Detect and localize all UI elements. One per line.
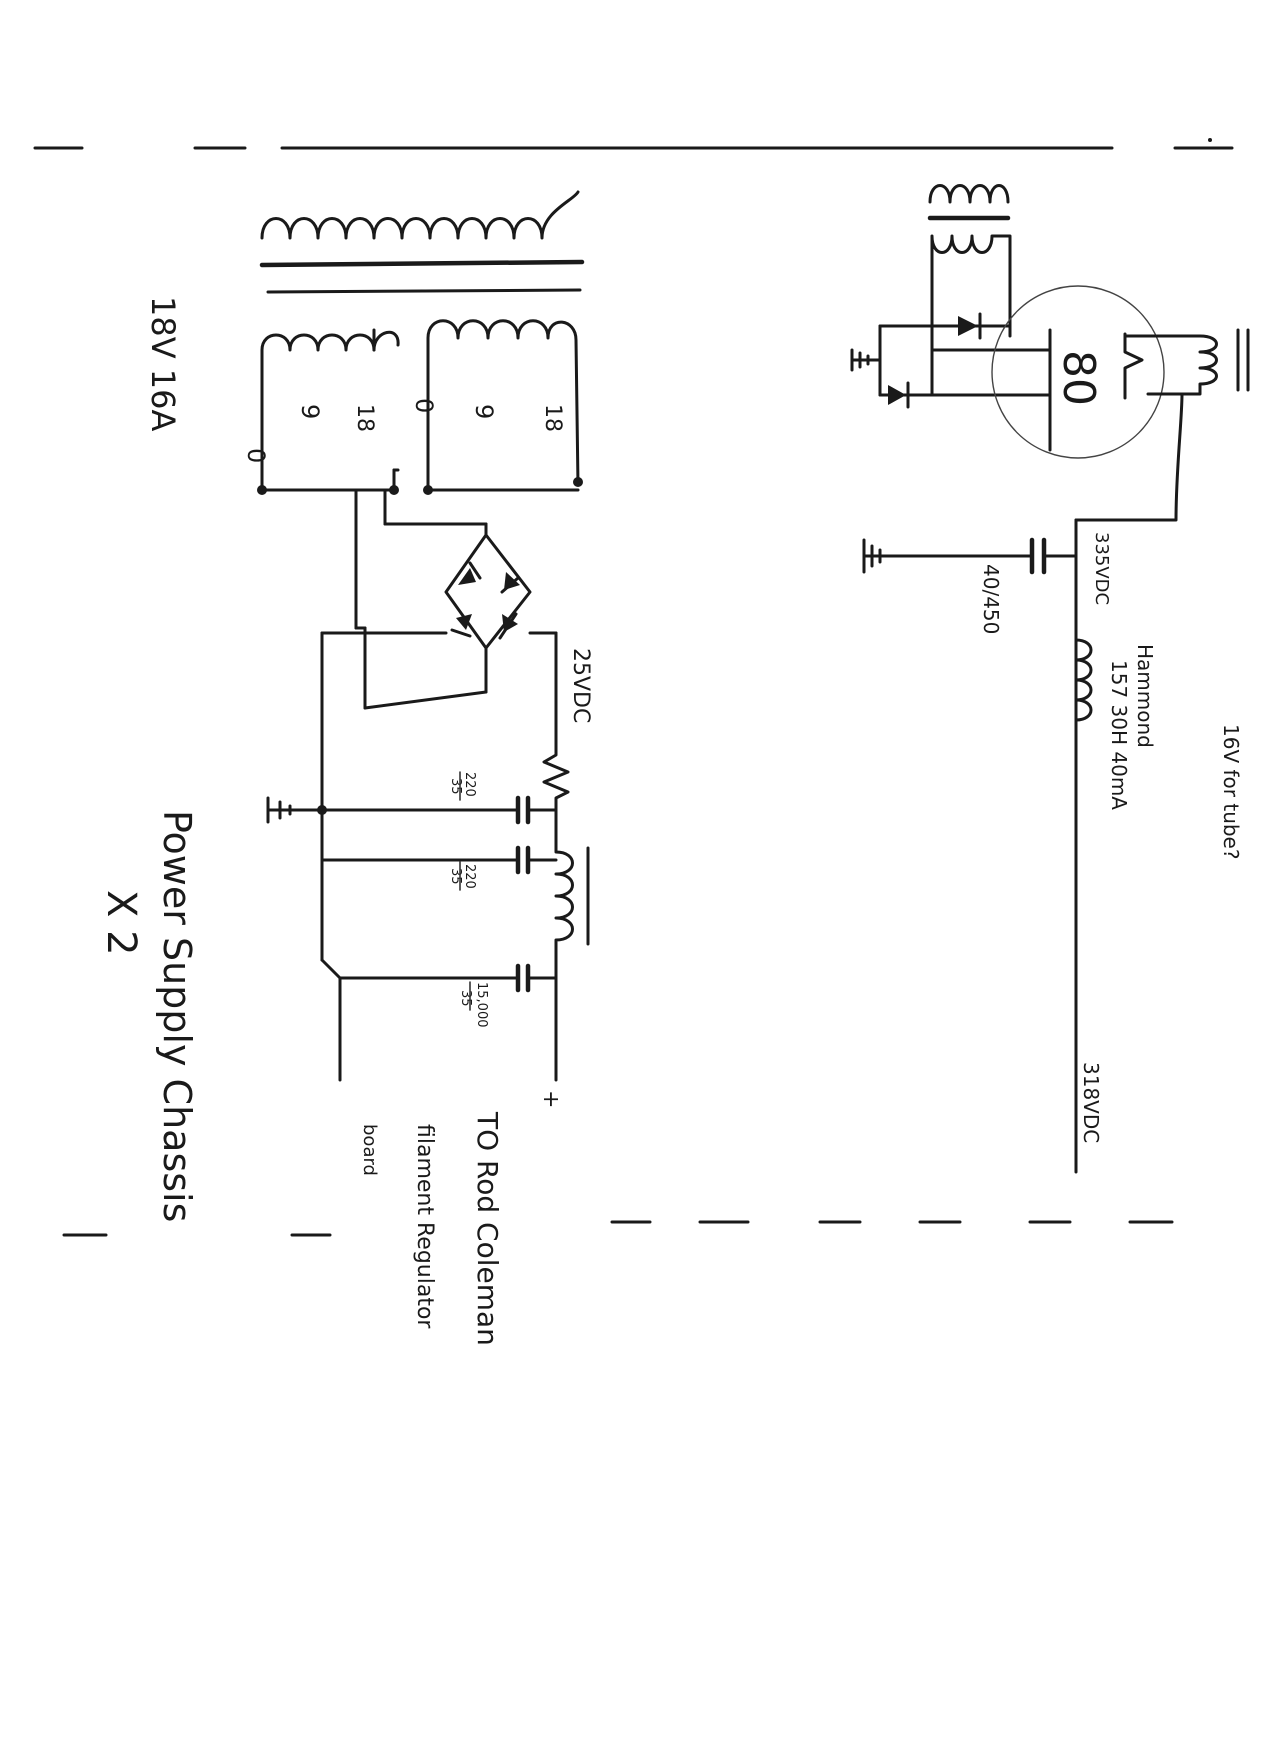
filter-cap-2 <box>320 845 558 875</box>
tap-label-9-a: 9 <box>296 404 324 419</box>
hv-filter-cap <box>862 537 1078 575</box>
hv-small-ground <box>850 348 882 372</box>
destination-line-3: board <box>359 1124 380 1176</box>
bridge-diode-3 <box>450 614 472 638</box>
secondary-winding-a <box>260 328 376 492</box>
hv-note: 16V for tube? <box>1219 724 1243 859</box>
hv-diode-1 <box>930 312 1012 340</box>
bridge-wiring <box>320 626 558 962</box>
heater-winding <box>1123 334 1218 396</box>
hv-filter-cap-value: 40/450 <box>979 564 1003 634</box>
rectifier-tube-80: 80 <box>991 285 1165 459</box>
hv-choke <box>1074 638 1093 722</box>
stray-mark <box>1208 138 1212 142</box>
output-voltage-label: 318VDC <box>1079 1062 1103 1143</box>
tube-type-label: 80 <box>1053 350 1104 406</box>
plus-sign: + <box>538 1090 563 1108</box>
tap-label-9-b: 9 <box>470 404 498 419</box>
bridge-output-voltage: 25VDC <box>568 648 593 723</box>
bridge-rectifier <box>444 533 532 650</box>
tap-label-0-b: 0 <box>410 398 438 413</box>
junction-dots <box>257 477 583 495</box>
filter-cap-2-value-top: 220 <box>462 864 477 889</box>
filter-cap-3-value-top: 15,000 <box>474 982 489 1028</box>
hv-transformer-secondary <box>930 234 1012 362</box>
hv-diode-2 <box>878 381 934 409</box>
bridge-diode-4 <box>498 612 518 640</box>
filter-resistor <box>542 738 570 817</box>
transformer-primary-winding <box>260 190 580 240</box>
filter-cap-3 <box>338 963 558 993</box>
section-divider-dashed <box>62 1220 1174 1237</box>
destination-line-1: TO Rod Coleman <box>471 1111 504 1346</box>
section-title: Power Supply Chassis <box>155 810 199 1222</box>
tap-label-0-a: 0 <box>242 448 270 463</box>
tube-output-wire <box>1074 392 1184 522</box>
lv-ground-symbol <box>266 796 324 824</box>
tap-label-18-a: 18 <box>352 404 377 432</box>
hv-ground-symbol <box>862 538 882 574</box>
transformer-rating-label: 18V 16A <box>144 296 182 432</box>
multiplier-label: X 2 <box>98 890 144 956</box>
filter-cap-1 <box>320 795 558 825</box>
filter-choke <box>554 813 574 1002</box>
secondary-wiring <box>260 468 580 630</box>
hv-rect-wiring <box>878 324 1052 397</box>
rectified-voltage-label: 335VDC <box>1091 532 1112 605</box>
secondary-winding-b <box>426 319 580 492</box>
destination-line-2: filament Regulator <box>412 1124 437 1329</box>
transformer-core <box>259 259 585 294</box>
lv-output-rails <box>320 958 558 1082</box>
choke-label-1: Hammond <box>1133 644 1157 748</box>
bridge-diode-2 <box>500 572 520 594</box>
tap-label-18-b: 18 <box>540 404 565 432</box>
filter-cap-1-value-top: 220 <box>462 772 477 797</box>
hv-transformer-primary <box>928 184 1010 204</box>
choke-label-2: 157 30H 40mA <box>1107 660 1131 810</box>
bridge-diode-1 <box>458 561 482 585</box>
